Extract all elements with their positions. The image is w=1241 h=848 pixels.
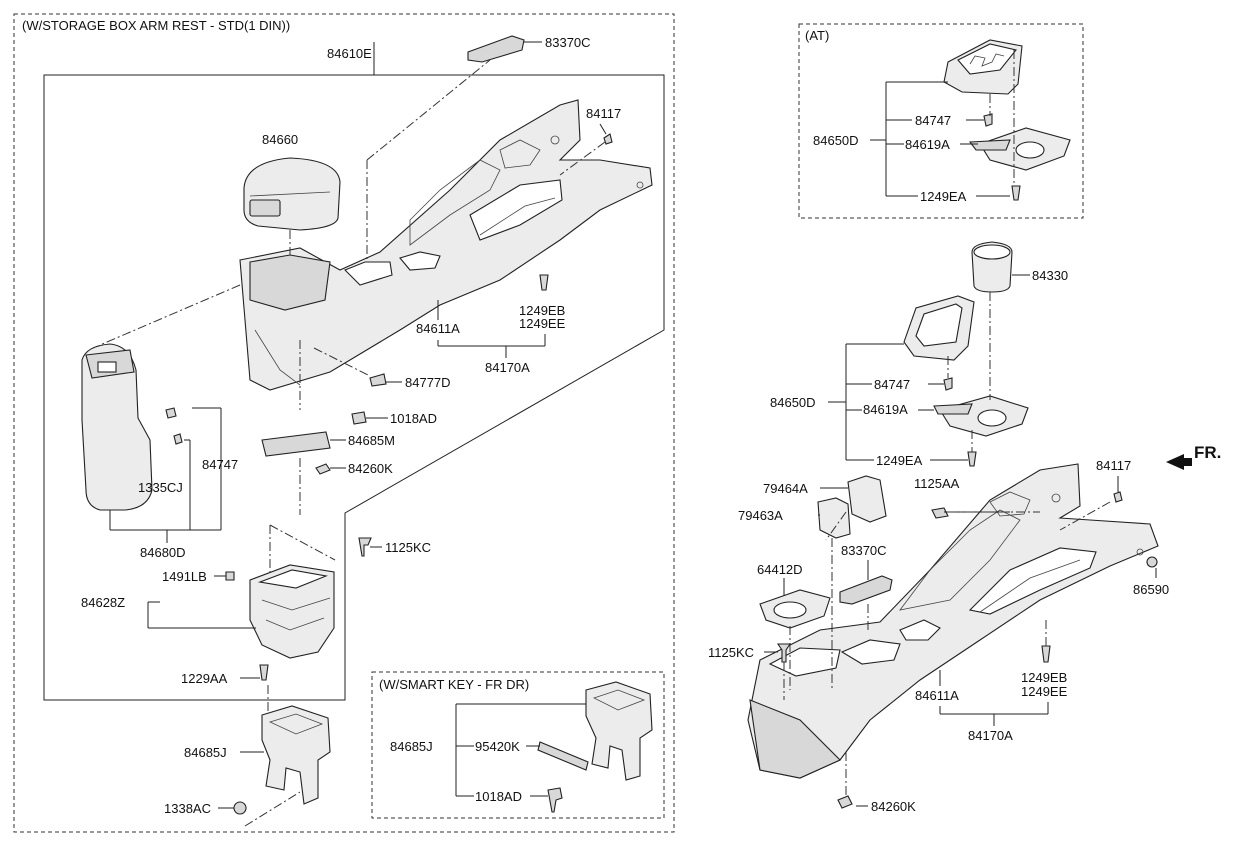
label-64412D: 64412D <box>757 562 803 577</box>
label-84685J-smartkey: 84685J <box>390 739 433 754</box>
label-1249EA-right: 1249EA <box>876 453 923 468</box>
storage-box-group-frame <box>13 13 675 833</box>
label-84260K-right: 84260K <box>871 799 916 814</box>
leader-lines-at <box>870 50 1015 197</box>
label-79464A: 79464A <box>763 481 808 496</box>
plate-84619A-right <box>933 395 1029 437</box>
shift-knob-84330 <box>971 241 1013 293</box>
label-84330: 84330 <box>1032 268 1068 283</box>
label-84611A-left: 84611A <box>416 321 460 336</box>
label-84260K-left: 84260K <box>348 461 393 476</box>
label-1229AA: 1229AA <box>181 671 228 686</box>
screw-1018AD-smartkey <box>547 787 563 813</box>
leader-lines-right-top <box>828 292 991 461</box>
cap-84747-right <box>943 377 953 391</box>
assembly-lines-left <box>99 59 606 827</box>
at-group-title: (AT) <box>805 28 829 43</box>
trim-piece-83370C-right <box>839 575 893 605</box>
label-86590: 86590 <box>1133 582 1169 597</box>
label-84619A-at: 84619A <box>905 137 950 152</box>
label-79463A: 79463A <box>738 508 783 523</box>
label-1249EB-left: 1249EB <box>519 303 565 318</box>
label-1338AC: 1338AC <box>164 801 211 816</box>
console-lower-84611A <box>747 463 1159 779</box>
label-1249EA-at: 1249EA <box>920 189 967 204</box>
label-1125KC-right: 1125KC <box>708 645 754 660</box>
label-84685M: 84685M <box>348 433 395 448</box>
label-84170A-left: 84170A <box>485 360 530 375</box>
label-83370C-top: 83370C <box>545 35 591 50</box>
label-84747-right: 84747 <box>874 377 910 392</box>
tray-64412D <box>759 589 831 629</box>
label-1249EE-left: 1249EE <box>519 316 566 331</box>
clip-84117-right <box>1113 491 1123 503</box>
leader-lines-right-bottom <box>764 476 1157 807</box>
bracket-95420K <box>537 741 589 771</box>
storage-box-84628Z <box>249 564 335 659</box>
clip-84260K-left <box>315 463 331 475</box>
label-84611A-right: 84611A <box>915 688 959 703</box>
label-84610E: 84610E <box>327 46 372 61</box>
front-direction-arrow-icon <box>1166 454 1192 470</box>
label-1491LB: 1491LB <box>162 569 207 584</box>
label-84747-left: 84747 <box>202 457 238 472</box>
shift-bezel-84650D <box>903 295 975 361</box>
screw-1249EA-right <box>967 451 977 467</box>
at-group-frame <box>798 23 1084 219</box>
label-84650D-right: 84650D <box>770 395 816 410</box>
smart-key-group-title: (W/SMART KEY - FR DR) <box>379 677 529 692</box>
storage-box-group-title: (W/STORAGE BOX ARM REST - STD(1 DIN)) <box>22 18 290 33</box>
bracket-84685J-smartkey <box>585 681 653 781</box>
bracket-84685J-left <box>261 705 331 805</box>
label-84685J-left: 84685J <box>184 745 227 760</box>
screw-1249EB-right <box>1041 645 1051 663</box>
console-upper-84610E <box>239 99 653 391</box>
leader-lines-left <box>109 42 607 809</box>
cap-86590 <box>1146 556 1158 568</box>
label-1018AD-smartkey: 1018AD <box>475 789 522 804</box>
label-84170A-right: 84170A <box>968 728 1013 743</box>
leader-lines-smartkey <box>455 703 586 797</box>
label-1018AD-left: 1018AD <box>390 411 437 426</box>
assembly-frame-84610E <box>43 74 665 701</box>
label-84117-left: 84117 <box>586 106 621 121</box>
label-84650D-at: 84650D <box>813 133 859 148</box>
label-1249EE-right: 1249EE <box>1021 684 1068 699</box>
label-83370C-right: 83370C <box>841 543 887 558</box>
cap-84747-at <box>983 113 993 127</box>
label-84680D: 84680D <box>140 545 186 560</box>
fasteners-left <box>165 133 613 681</box>
front-direction-label: FR. <box>1194 443 1221 462</box>
plate-84619A-at <box>968 127 1071 171</box>
label-84777D: 84777D <box>405 375 451 390</box>
label-95420K: 95420K <box>475 739 520 754</box>
label-1335CJ: 1335CJ <box>138 480 183 495</box>
pad-84685M <box>261 431 331 457</box>
label-1125AA: 1125AA <box>914 476 960 491</box>
nut-1338AC <box>233 801 247 815</box>
clip-84260K-right <box>837 795 853 809</box>
label-84747-at: 84747 <box>915 113 951 128</box>
label-84660: 84660 <box>262 132 298 147</box>
screw-1249EA-at <box>1011 185 1021 201</box>
trim-piece-83370C <box>467 35 525 63</box>
bracket-79464A <box>847 475 887 523</box>
smart-key-group-frame <box>371 671 665 819</box>
label-84619A-right: 84619A <box>863 402 908 417</box>
shift-indicator-at <box>943 39 1023 95</box>
armrest-lid-84660 <box>243 157 341 231</box>
screw-1125AA <box>931 507 949 519</box>
rear-cover-84680D <box>81 343 153 511</box>
label-84117-right: 84117 <box>1096 458 1131 473</box>
label-84628Z: 84628Z <box>81 595 125 610</box>
label-1125KC-left: 1125KC <box>385 540 431 555</box>
part-labels: 84610E 83370C 84117 84660 1249EB 1249EE … <box>81 35 1169 816</box>
bracket-79463A <box>817 497 851 539</box>
label-1249EB-right: 1249EB <box>1021 670 1067 685</box>
